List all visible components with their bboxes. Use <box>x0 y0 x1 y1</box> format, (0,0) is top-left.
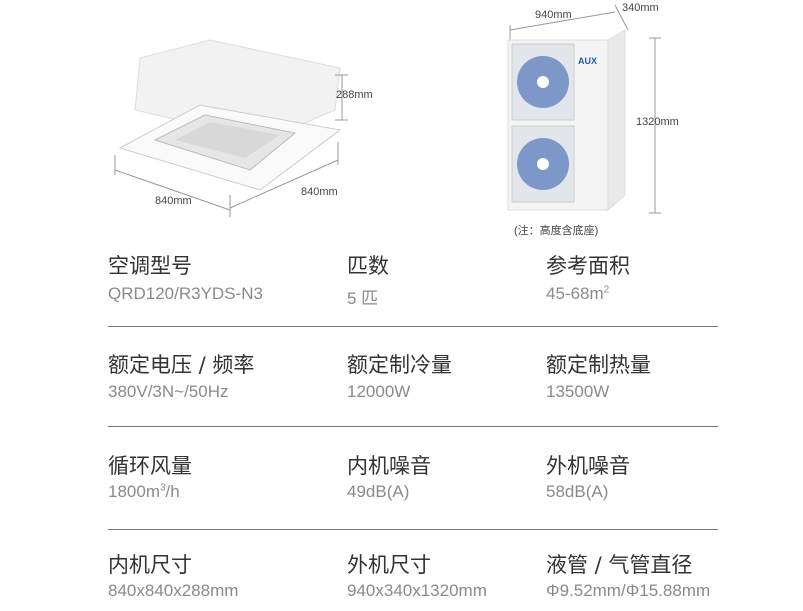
spec-value-heating: 13500W <box>546 382 610 401</box>
spec-label-voltage: 额定电压 / 频率 <box>108 353 255 377</box>
outdoor-height-label: 1320mm <box>636 116 679 128</box>
indoor-depth-label: 840mm <box>155 195 192 207</box>
spec-label-heating: 额定制热量 <box>546 353 651 377</box>
spec-value-voltage: 380V/3N~/50Hz <box>108 382 229 401</box>
spec-label-outdoor-noise: 外机噪音 <box>546 454 630 478</box>
spec-value-indoor-noise: 49dB(A) <box>347 482 410 501</box>
brand-logo: AUX <box>578 56 597 66</box>
outdoor-depth-label: 340mm <box>622 2 659 14</box>
divider <box>108 426 718 427</box>
divider <box>108 326 718 327</box>
spec-value-pipe: Φ9.52mm/Φ15.88mm <box>546 581 711 600</box>
airflow-suffix: /h <box>165 482 180 501</box>
spec-label-area: 参考面积 <box>546 254 630 278</box>
indoor-height-label: 288mm <box>336 89 373 101</box>
spec-value-outdoor-size: 940x340x1320mm <box>347 581 487 600</box>
outdoor-note: (注：高度含底座) <box>514 225 599 237</box>
spec-value-area: 45-68m2 <box>546 284 609 304</box>
airflow-number: 1800m <box>108 482 160 501</box>
spec-value-model: QRD120/R3YDS-N3 <box>108 284 263 303</box>
spec-label-pipe: 液管 / 气管直径 <box>546 553 693 577</box>
airflow-sup: 3 <box>159 482 166 494</box>
spec-label-outdoor-size: 外机尺寸 <box>347 553 431 577</box>
indoor-width-label: 840mm <box>301 186 338 198</box>
area-number: 45-68m <box>546 284 604 303</box>
spec-value-hp: 5 匹 <box>347 289 379 308</box>
spec-label-indoor-noise: 内机噪音 <box>347 454 431 478</box>
divider <box>108 529 718 530</box>
indoor-unit-image <box>114 39 348 217</box>
outdoor-unit-image: AUX <box>507 4 661 214</box>
spec-label-hp: 匹数 <box>347 254 389 278</box>
spec-label-cooling: 额定制冷量 <box>347 353 452 377</box>
spec-value-cooling: 12000W <box>347 382 411 401</box>
spec-value-indoor-size: 840x840x288mm <box>108 581 239 600</box>
spec-label-indoor-size: 内机尺寸 <box>108 553 192 577</box>
spec-value-outdoor-noise: 58dB(A) <box>546 482 609 501</box>
spec-label-airflow: 循环风量 <box>108 454 192 478</box>
outdoor-width-label: 940mm <box>535 9 572 21</box>
area-sup: 2 <box>603 284 610 296</box>
spec-value-airflow: 1800m3/h <box>108 482 180 502</box>
spec-label-model: 空调型号 <box>108 254 192 278</box>
